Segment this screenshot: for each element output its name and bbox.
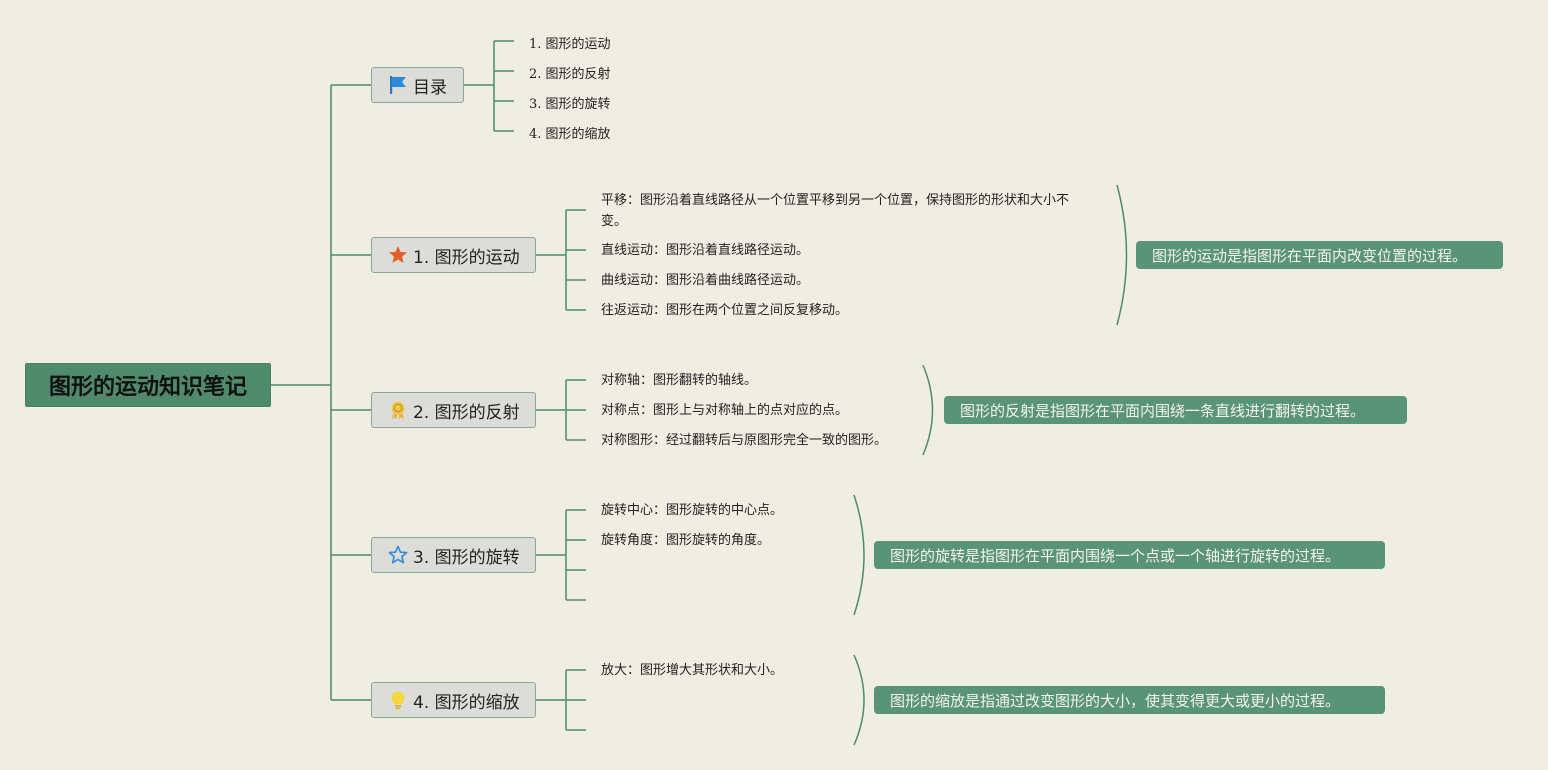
- branch-rotation-title: 3. 图形的旋转: [413, 547, 520, 568]
- branch-reflection[interactable]: 2. 图形的反射: [371, 392, 536, 428]
- summary-motion-text: 图形的运动是指图形在平面内改变位置的过程。: [1152, 246, 1468, 265]
- summary-rotation-text: 图形的旋转是指图形在平面内围绕一个点或一个轴进行旋转的过程。: [890, 546, 1341, 565]
- lightbulb-icon: [388, 690, 408, 710]
- reflection-item-axis[interactable]: 对称轴：图形翻转的轴线。: [601, 373, 758, 388]
- root-topic[interactable]: 图形的运动知识笔记: [25, 363, 271, 407]
- flag-icon: [388, 75, 408, 95]
- scaling-item-enlarge[interactable]: 放大：图形增大其形状和大小。: [601, 663, 784, 678]
- branch-scaling-title: 4. 图形的缩放: [413, 692, 520, 713]
- toc-item-2[interactable]: 2. 图形的反射: [529, 67, 611, 82]
- branch-motion[interactable]: 1. 图形的运动: [371, 237, 536, 273]
- summary-scaling-text: 图形的缩放是指通过改变图形的大小，使其变得更大或更小的过程。: [890, 691, 1341, 710]
- branch-motion-title: 1. 图形的运动: [413, 247, 520, 268]
- branch-scaling[interactable]: 4. 图形的缩放: [371, 682, 536, 718]
- motion-item-reciprocating[interactable]: 往返运动：图形在两个位置之间反复移动。: [601, 303, 849, 318]
- star-filled-icon: [388, 245, 408, 265]
- summary-reflection-text: 图形的反射是指图形在平面内围绕一条直线进行翻转的过程。: [960, 401, 1366, 420]
- summary-scaling[interactable]: 图形的缩放是指通过改变图形的大小，使其变得更大或更小的过程。: [874, 686, 1385, 714]
- branch-toc[interactable]: 目录: [371, 67, 464, 103]
- motion-item-translation[interactable]: 平移：图形沿着直线路径从一个位置平移到另一个位置，保持图形的形状和大小不变。: [601, 193, 1070, 229]
- toc-item-4[interactable]: 4. 图形的缩放: [529, 127, 611, 142]
- branch-rotation[interactable]: 3. 图形的旋转: [371, 537, 536, 573]
- rotation-item-angle[interactable]: 旋转角度：图形旋转的角度。: [601, 533, 771, 548]
- summary-motion[interactable]: 图形的运动是指图形在平面内改变位置的过程。: [1136, 241, 1503, 269]
- branch-reflection-title: 2. 图形的反射: [413, 402, 520, 423]
- motion-item-curve[interactable]: 曲线运动：图形沿着曲线路径运动。: [601, 273, 810, 288]
- branch-toc-title: 目录: [413, 77, 447, 98]
- summary-reflection[interactable]: 图形的反射是指图形在平面内围绕一条直线进行翻转的过程。: [944, 396, 1407, 424]
- toc-item-3[interactable]: 3. 图形的旋转: [529, 97, 611, 112]
- reflection-item-figure[interactable]: 对称图形：经过翻转后与原图形完全一致的图形。: [601, 433, 888, 448]
- medal-icon: [388, 400, 408, 420]
- star-outline-icon: [388, 545, 408, 565]
- rotation-item-center[interactable]: 旋转中心：图形旋转的中心点。: [601, 503, 784, 518]
- reflection-item-point[interactable]: 对称点：图形上与对称轴上的点对应的点。: [601, 403, 849, 418]
- root-title: 图形的运动知识笔记: [48, 375, 247, 400]
- summary-rotation[interactable]: 图形的旋转是指图形在平面内围绕一个点或一个轴进行旋转的过程。: [874, 541, 1385, 569]
- toc-item-1[interactable]: 1. 图形的运动: [529, 37, 611, 52]
- motion-item-linear[interactable]: 直线运动：图形沿着直线路径运动。: [601, 243, 810, 258]
